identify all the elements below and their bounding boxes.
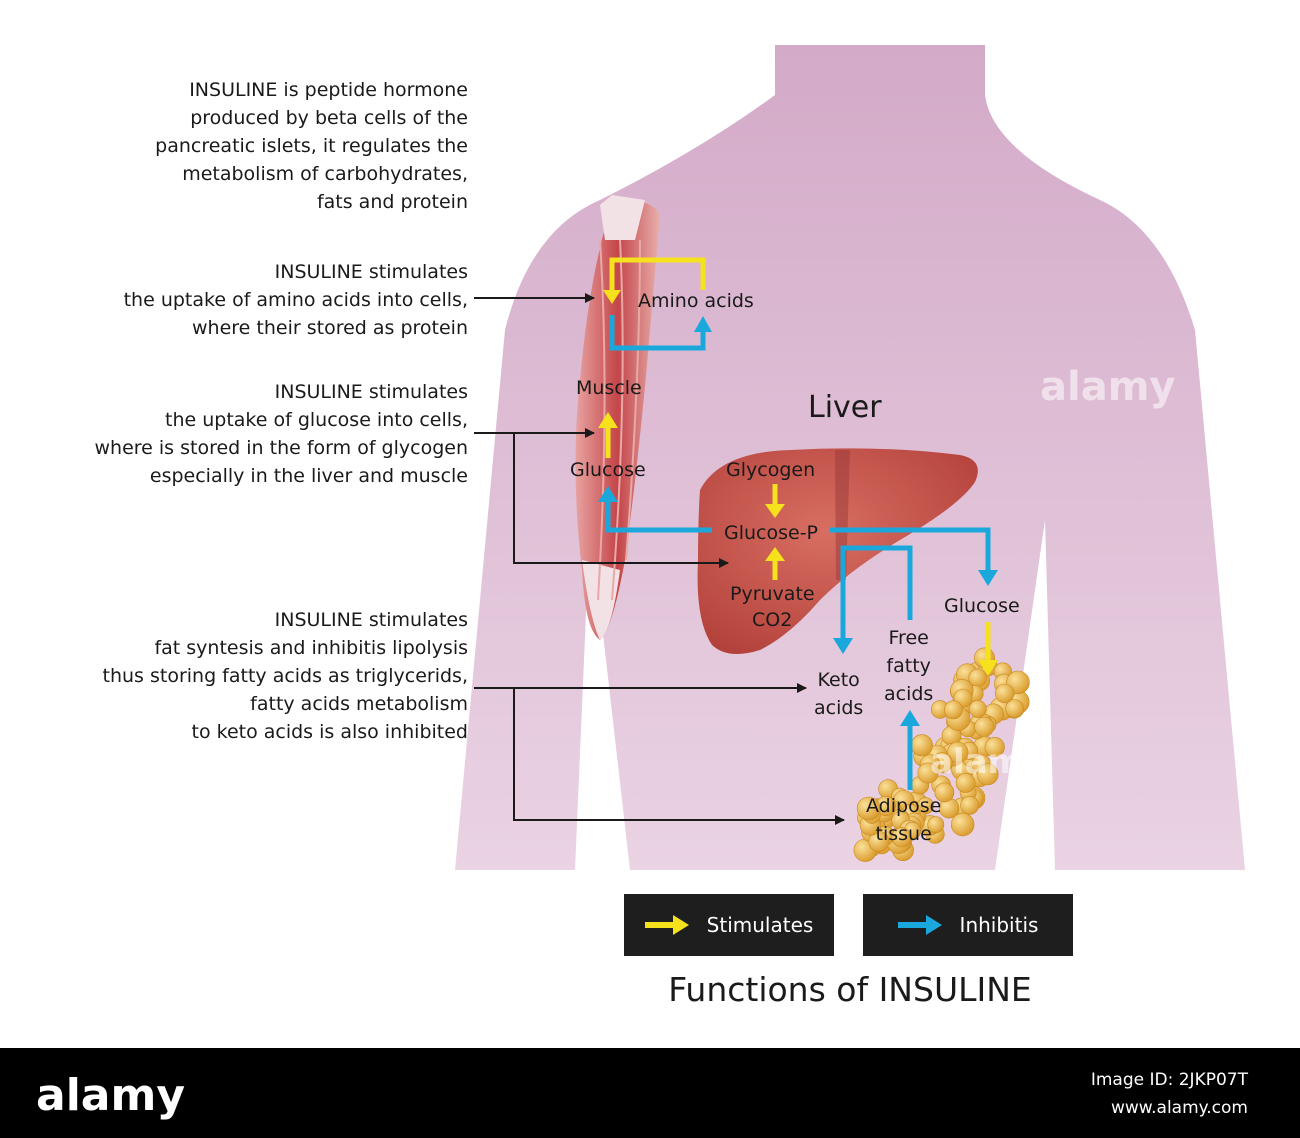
note-insuline-definition: INSULINE is peptide hormone produced by … — [155, 76, 468, 216]
label-liver: Liver — [808, 390, 882, 425]
fat-globule — [995, 684, 1014, 703]
fat-globule — [961, 796, 979, 814]
legend-inhibits: Inhibitis — [863, 894, 1073, 956]
label-co2: CO2 — [752, 608, 792, 632]
label-muscle: Muscle — [576, 376, 642, 400]
footer-bar: alamy Image ID: 2JKP07T www.alamy.com — [0, 1048, 1300, 1138]
note-amino-acid-uptake: INSULINE stimulates the uptake of amino … — [124, 258, 468, 342]
fat-globule — [944, 701, 962, 719]
legend-inhibits-label: Inhibitis — [960, 913, 1039, 937]
diagram-title: Functions of INSULINE — [0, 970, 1300, 1009]
label-amino-acids: Amino acids — [638, 289, 754, 313]
label-glucose-muscle: Glucose — [570, 458, 646, 482]
legend-stimulates-label: Stimulates — [707, 913, 814, 937]
yellow-arrow-icon — [645, 915, 689, 935]
watermark: alamy — [930, 742, 1045, 782]
label-glycogen: Glycogen — [726, 458, 815, 482]
footer-image-info: Image ID: 2JKP07T www.alamy.com — [1091, 1066, 1248, 1122]
fat-globule — [969, 700, 986, 717]
note-fat-synthesis: INSULINE stimulates fat syntesis and inh… — [103, 606, 469, 746]
legend-stimulates: Stimulates — [624, 894, 834, 956]
label-keto-acids: Keto acids — [814, 666, 863, 722]
footer-brand-logo: alamy — [36, 1070, 185, 1121]
fat-globule — [975, 717, 994, 736]
label-free-fatty-acids: Free fatty acids — [884, 624, 933, 708]
blue-arrow-icon — [898, 915, 942, 935]
footer-site: www.alamy.com — [1091, 1094, 1248, 1122]
fat-globule — [951, 813, 974, 836]
note-glucose-uptake: INSULINE stimulates the uptake of glucos… — [95, 378, 469, 490]
label-glucose-adipose: Glucose — [944, 594, 1020, 618]
label-pyruvate: Pyruvate — [730, 582, 815, 606]
label-adipose-tissue: Adipose tissue — [866, 792, 941, 848]
label-glucose-p: Glucose-P — [724, 521, 818, 545]
footer-image-id: Image ID: 2JKP07T — [1091, 1066, 1248, 1094]
watermark: alamy — [1040, 364, 1175, 410]
